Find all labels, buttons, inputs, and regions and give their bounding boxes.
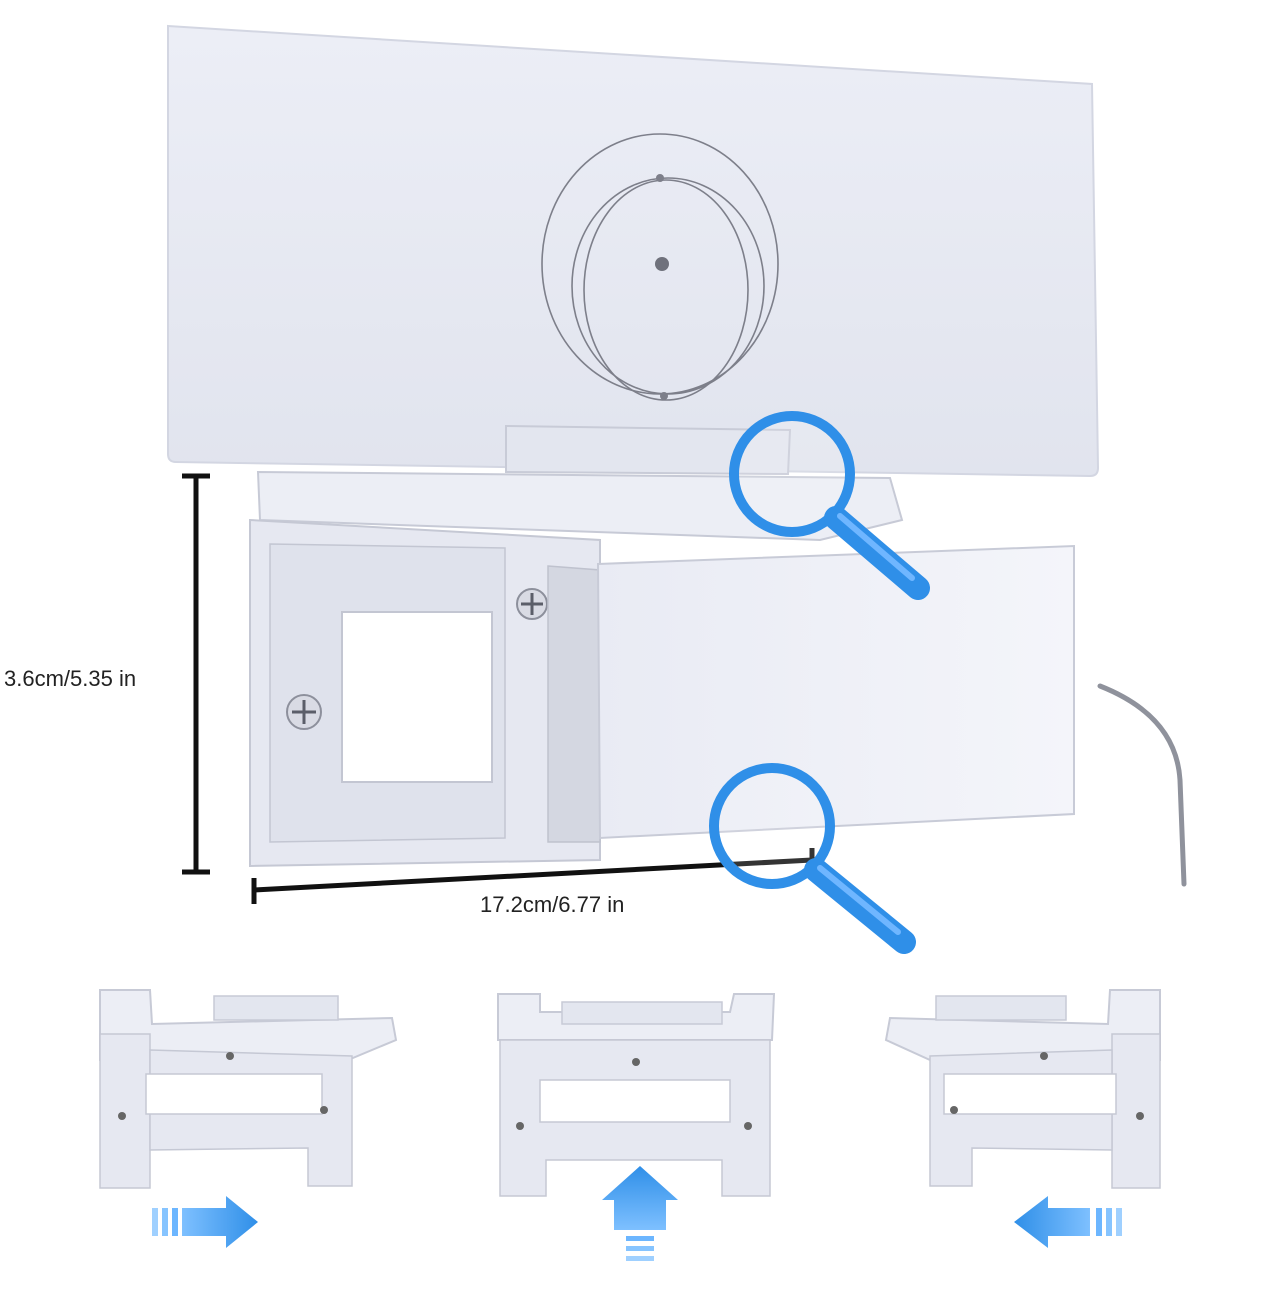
height-dimension: 3.6cm/5.35 in: [4, 473, 210, 875]
cutout-window: [341, 611, 493, 783]
arrow-left-icon: [1014, 1196, 1122, 1248]
install-step-1: [99, 989, 398, 1248]
power-cable: [1097, 683, 1187, 887]
install-step-2: [497, 993, 776, 1261]
width-dimension: 17.2cm/6.77 in: [251, 848, 815, 917]
device-panel: [167, 24, 1100, 478]
arrow-up-icon: [602, 1166, 678, 1261]
magnifier-icon: [729, 411, 930, 600]
arrow-right-icon: [152, 1196, 258, 1248]
width-label: 17.2cm/6.77 in: [480, 892, 624, 917]
screw-top: [516, 588, 548, 620]
install-step-3: [884, 989, 1161, 1248]
wall-bracket: [249, 424, 1187, 887]
screw-left: [286, 694, 322, 730]
magnifier-icon: [709, 763, 916, 954]
center-dot: [655, 257, 669, 271]
height-label: 3.6cm/5.35 in: [4, 666, 136, 691]
mount-circle-marking: [541, 133, 779, 401]
